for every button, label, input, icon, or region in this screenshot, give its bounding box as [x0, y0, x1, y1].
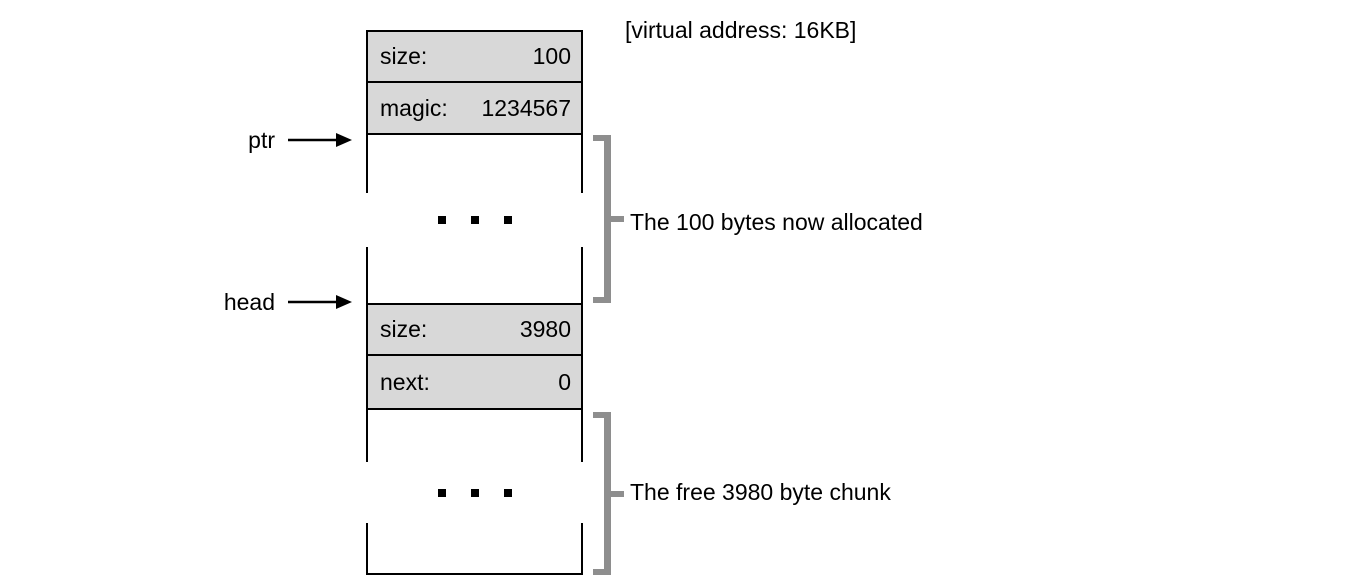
head-label: head [223, 289, 275, 315]
bracket-tab-bottom [593, 569, 611, 575]
ellipsis-dot [503, 216, 512, 224]
ellipsis-dot [503, 488, 512, 497]
allocated-region-top [366, 135, 583, 193]
allocated-callout-label: The 100 bytes now allocated [630, 209, 923, 235]
bracket-bar [604, 412, 611, 575]
free-callout-label: The free 3980 byte chunk [630, 479, 891, 505]
ellipsis-dot [470, 488, 479, 497]
allocated-size-label: size: [380, 43, 428, 69]
bracket-nub [611, 490, 624, 497]
ellipsis-dot [437, 216, 446, 224]
free-size-row: size: 3980 [366, 303, 583, 356]
free-next-row: next: 0 [366, 356, 583, 410]
bracket-tab-bottom [593, 297, 611, 303]
bracket-tab-top [593, 412, 611, 418]
allocated-size-row: size: 100 [366, 30, 583, 83]
ptr-label: ptr [248, 127, 275, 153]
right-arrow-icon [288, 295, 352, 309]
allocated-magic-value: 1234567 [481, 94, 571, 121]
bracket-nub [611, 216, 624, 222]
ptr-pointer: ptr [150, 127, 352, 153]
right-arrow-icon [288, 133, 352, 147]
allocated-magic-label: magic: [380, 94, 448, 121]
ellipsis-dot [437, 488, 446, 497]
free-region-top [366, 410, 583, 462]
free-size-value: 3980 [519, 316, 571, 342]
free-next-value: 0 [558, 368, 571, 395]
free-size-label: size: [380, 316, 428, 342]
virtual-address-label: [virtual address: 16KB] [625, 17, 857, 43]
free-next-label: next: [380, 368, 430, 395]
head-pointer: head [150, 289, 352, 315]
memory-column: size: 100 magic: 1234567 size: 3980 next… [366, 30, 583, 575]
allocated-bracket [593, 135, 624, 303]
ellipsis-dot [470, 216, 479, 224]
allocated-size-value: 100 [532, 43, 571, 69]
bracket-tab-top [593, 135, 611, 141]
allocated-magic-row: magic: 1234567 [366, 83, 583, 135]
allocated-region-ellipsis [366, 193, 583, 247]
free-region-bottom [366, 523, 583, 575]
free-region-ellipsis [366, 462, 583, 523]
allocated-region-bottom [366, 247, 583, 303]
bracket-bar [604, 135, 611, 303]
free-bracket [593, 412, 624, 575]
